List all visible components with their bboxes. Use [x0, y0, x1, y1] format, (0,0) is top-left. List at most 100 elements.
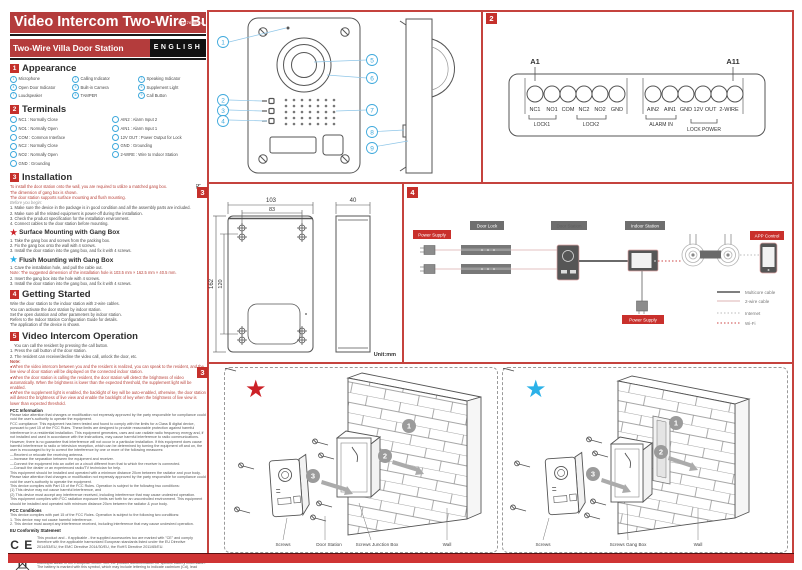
svg-text:2: 2	[383, 452, 387, 461]
svg-text:Screws Gang Box: Screws Gang Box	[610, 542, 647, 547]
wiring-diagram-panel: 4 Power Supply Door Lock Door Station In…	[404, 184, 790, 360]
door-lock-label: Door Lock	[477, 224, 498, 229]
two-wire-cables	[435, 249, 557, 270]
terminal-bullet-icon	[112, 142, 119, 150]
lower-horizontal-line	[207, 362, 793, 364]
camera-lens	[276, 37, 332, 93]
svg-text:Screws: Screws	[275, 542, 291, 547]
callout-1-icon: 1	[10, 75, 17, 83]
callout-7-icon: 7	[10, 92, 17, 100]
screw-hole-markers	[191, 179, 308, 346]
svg-text:ALARM IN: ALARM IN	[649, 122, 673, 128]
indicator-icons	[262, 97, 275, 125]
svg-text:Door Station: Door Station	[316, 542, 342, 547]
dim-depth: 40	[350, 198, 357, 204]
step-markers: 1 2 3	[586, 416, 683, 481]
nametag-plate	[269, 136, 317, 154]
mounting-illustrations-panel: 3 ★	[196, 364, 794, 553]
mid-horizontal-line	[207, 182, 793, 184]
svg-text:LOCK POWER: LOCK POWER	[687, 127, 721, 133]
terminal-bullet-icon	[10, 151, 17, 159]
terminal-bullet-icon	[10, 142, 17, 150]
terminal-bullet-icon	[10, 160, 17, 168]
screw-icon	[258, 154, 268, 164]
svg-text:NC1: NC1	[529, 107, 540, 113]
section-number-badge: 1	[10, 64, 19, 73]
router-icon	[681, 234, 705, 267]
panel-number-badge: 2	[486, 13, 497, 24]
dim-width-outer: 103	[266, 198, 277, 204]
door-station-diagram: 1 2 3 4 5 6 7 8 9	[217, 17, 455, 174]
door-station-mini	[544, 451, 586, 516]
frame-right-line	[792, 10, 794, 555]
dimension-values: 103 83 162 120 40	[209, 198, 357, 289]
svg-text:3: 3	[591, 470, 595, 479]
callout-6-icon: 6	[138, 83, 145, 91]
brick-wall	[346, 372, 482, 536]
door-station-front-panel	[247, 17, 361, 174]
power-supply2-label: Power Supply	[629, 318, 658, 323]
junction-box	[335, 430, 382, 499]
app-control-label: APP Control	[755, 234, 780, 239]
svg-text:1: 1	[407, 422, 411, 431]
section-appearance-heading: 1 Appearance	[10, 63, 206, 74]
left-column: Video Intercom Two-Wire Bundle UD17628N-…	[10, 12, 206, 570]
svg-text:Screws Junction Box: Screws Junction Box	[356, 542, 399, 547]
svg-text:GND: GND	[680, 107, 692, 113]
callout-4: 4	[221, 118, 225, 125]
wiring-drawing: Power Supply Door Lock Door Station Indo…	[413, 221, 784, 326]
dimensions-panel: 3	[191, 179, 400, 360]
document-title-bar: Video Intercom Two-Wire Bundle UD17628N-…	[10, 12, 206, 33]
svg-text:Wall: Wall	[443, 542, 452, 547]
callout-7: 7	[370, 107, 374, 114]
callout-8-icon: 8	[72, 92, 79, 100]
terminal-bullet-icon	[10, 133, 17, 141]
document-number: UD17628N-A	[177, 20, 204, 25]
dimension-lines	[213, 202, 371, 353]
svg-text:COM: COM	[562, 107, 575, 113]
callout-1: 1	[221, 39, 225, 46]
section-number-badge: 2	[10, 104, 19, 114]
router-icon	[716, 234, 740, 267]
terminal-bullet-icon	[10, 116, 17, 124]
wiring-legend: Multicore cable 2-wire cable Internet Wi…	[717, 290, 776, 326]
svg-text:NO2: NO2	[594, 107, 605, 113]
section-number-badge: 3	[10, 172, 19, 182]
eu-conformity-heading: EU Conformity Statement	[10, 528, 61, 534]
unit-label: Unit:mm	[374, 352, 396, 358]
smartphone-icon	[759, 242, 778, 274]
callout-2: 2	[221, 97, 225, 104]
power-supply-label: Power Supply	[418, 233, 447, 238]
screw-icon	[340, 27, 350, 37]
callout-3-icon: 3	[138, 75, 145, 83]
red-star-icon: ★	[245, 376, 267, 403]
title-rule	[10, 34, 206, 36]
wiring-panel-divider-line	[402, 183, 404, 363]
callout-6: 6	[370, 75, 374, 82]
callout-5: 5	[370, 57, 374, 64]
svg-text:Internet: Internet	[745, 311, 761, 316]
leftcol-divider-line	[207, 10, 209, 555]
svg-text:1: 1	[674, 419, 678, 428]
indoor-station-label: Indoor Station	[631, 224, 660, 229]
dim-height-inner: 120	[218, 279, 224, 288]
terminals-list: NC1 : Normally Close NO1 : Normally Open…	[10, 116, 206, 169]
network-bridge-bar	[700, 250, 721, 259]
callout-9: 9	[370, 145, 374, 152]
svg-text:LOCK2: LOCK2	[583, 122, 600, 128]
svg-text:NO1: NO1	[546, 107, 557, 113]
section-installation-heading: 3 Installation	[10, 172, 206, 183]
svg-text:2-WIRE: 2-WIRE	[719, 107, 739, 113]
svg-text:3: 3	[311, 472, 315, 481]
svg-text:GND: GND	[611, 107, 623, 113]
ce-mark-icon: C E	[10, 537, 34, 552]
svg-text:12V OUT: 12V OUT	[694, 107, 718, 113]
svg-text:2: 2	[659, 448, 663, 457]
terminal-brackets	[528, 115, 718, 124]
panel-number-badge: 3	[197, 187, 208, 198]
svg-text:AIN2: AIN2	[647, 107, 659, 113]
surface-mounting-labels: Screws Door Station Screws Junction Box …	[275, 542, 451, 547]
